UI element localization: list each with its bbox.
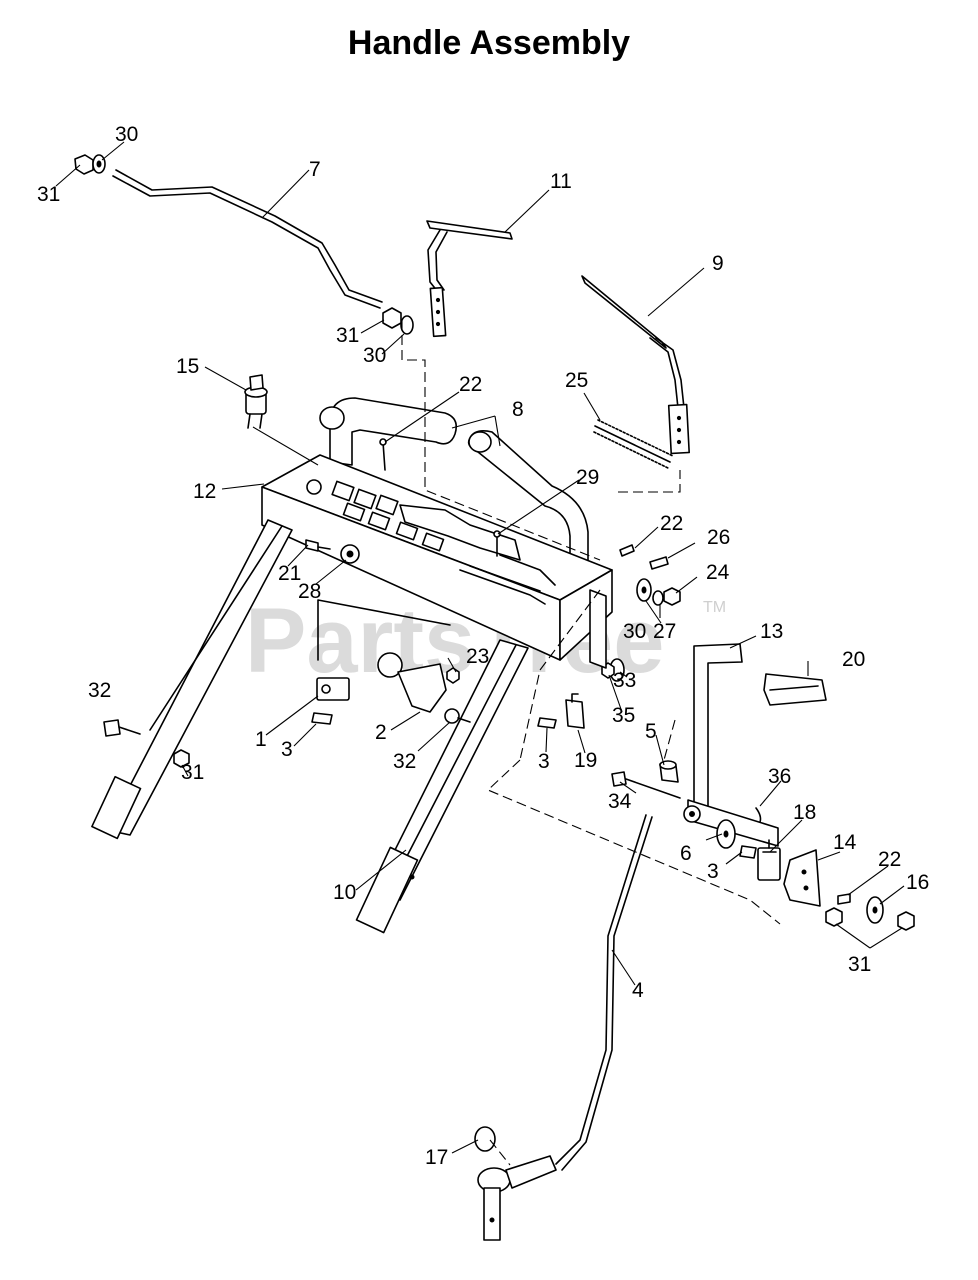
- part-9-lever[interactable]: [581, 275, 690, 455]
- callout-9: 9: [712, 252, 724, 275]
- part-12-control-panel[interactable]: [261, 454, 613, 661]
- callout-30: 30: [115, 123, 138, 146]
- part-3-clip-a[interactable]: [311, 712, 333, 725]
- callout-29: 29: [576, 466, 599, 489]
- part-32-bolt-left[interactable]: [103, 719, 141, 737]
- callout-31: 31: [37, 183, 60, 206]
- part-22-screw-panel[interactable]: [379, 438, 387, 471]
- callout-3: 3: [707, 860, 719, 883]
- part-30-washer-mid[interactable]: [400, 315, 414, 335]
- callout-8: 8: [512, 398, 524, 421]
- callout-4: 4: [632, 979, 644, 1002]
- callout-19: 19: [574, 749, 597, 772]
- part-4-long-rod[interactable]: [555, 814, 653, 1171]
- callout-32: 32: [393, 750, 416, 773]
- part-30-washer-top[interactable]: [92, 154, 106, 174]
- callout-labels: 30 31 7 11 9 31 30 15 22 8 25 12 29 22 2…: [37, 123, 929, 1169]
- part-24-nut[interactable]: [663, 587, 681, 606]
- callout-16: 16: [906, 871, 929, 894]
- callout-25: 25: [565, 369, 588, 392]
- callout-22: 22: [459, 373, 482, 396]
- part-16-washer[interactable]: [866, 896, 884, 924]
- part-28-bushing[interactable]: [340, 544, 360, 564]
- part-29-screw[interactable]: [493, 530, 501, 557]
- callout-20: 20: [842, 648, 865, 671]
- part-15-key-switch[interactable]: [244, 374, 268, 429]
- part-36-clip[interactable]: [755, 807, 762, 823]
- callout-12: 12: [193, 480, 216, 503]
- callout-36: 36: [768, 765, 791, 788]
- part-22-screw-lower[interactable]: [837, 893, 851, 905]
- callout-28: 28: [298, 580, 321, 603]
- mount-bracket-right[interactable]: [589, 589, 607, 669]
- part-5-bushing[interactable]: [659, 760, 679, 783]
- part-31-nut-top[interactable]: [74, 154, 94, 175]
- part-11-lever[interactable]: [426, 220, 513, 338]
- callout-32: 32: [88, 679, 111, 702]
- part-20-pedal-pad[interactable]: [763, 673, 827, 706]
- part-13-brake-lever[interactable]: [683, 643, 779, 847]
- part-19-switch[interactable]: [565, 693, 585, 729]
- part-30-washer-right[interactable]: [636, 578, 652, 602]
- callout-30: 30: [363, 344, 386, 367]
- part-31-nut-mid[interactable]: [382, 307, 402, 329]
- callout-3: 3: [538, 750, 550, 773]
- watermark-trademark: TM: [703, 599, 726, 616]
- callout-22: 22: [660, 512, 683, 535]
- callout-31: 31: [848, 953, 871, 976]
- callout-22: 22: [878, 848, 901, 871]
- callout-6: 6: [680, 842, 692, 865]
- callout-11: 11: [550, 170, 572, 193]
- callout-1: 1: [255, 728, 267, 751]
- part-26-bolt[interactable]: [649, 556, 669, 570]
- callout-24: 24: [706, 561, 730, 584]
- callout-23: 23: [466, 645, 489, 668]
- page-title: Handle Assembly: [347, 24, 631, 62]
- part-6-washer[interactable]: [716, 819, 736, 849]
- leader-lines: [55, 141, 905, 1154]
- callout-10: 10: [333, 881, 356, 904]
- callout-26: 26: [707, 526, 730, 549]
- callout-7: 7: [309, 158, 321, 181]
- callout-34: 34: [608, 790, 632, 813]
- routing-dashed-lines: [401, 320, 781, 1166]
- callout-3: 3: [281, 738, 293, 761]
- part-18-switch[interactable]: [757, 839, 781, 881]
- callout-31: 31: [336, 324, 359, 347]
- handle-frame-left-leg[interactable]: [91, 519, 293, 840]
- part-7-control-rod[interactable]: [112, 169, 383, 309]
- part-27-lockwasher[interactable]: [652, 590, 664, 606]
- callout-15: 15: [176, 355, 199, 378]
- part-31-nut-lower[interactable]: [825, 907, 915, 931]
- callout-31: 31: [181, 761, 204, 784]
- part-31-nut-left[interactable]: [173, 749, 190, 768]
- part-22-screw-right[interactable]: [619, 544, 635, 557]
- callout-21: 21: [278, 562, 301, 585]
- part-10-frame-right-leg[interactable]: [355, 639, 529, 934]
- part-3-clip-c[interactable]: [739, 845, 757, 859]
- callout-17: 17: [425, 1146, 448, 1169]
- part-21-screw[interactable]: [305, 539, 331, 552]
- part-32-bolt-mid[interactable]: [444, 708, 471, 724]
- part-25-spring[interactable]: [593, 419, 674, 469]
- callout-13: 13: [760, 620, 783, 643]
- part-34-bolt[interactable]: [611, 771, 681, 799]
- callout-35: 35: [612, 704, 635, 727]
- callout-33: 33: [613, 669, 636, 692]
- part-23-nut[interactable]: [446, 667, 460, 684]
- callout-30: 30: [623, 620, 646, 643]
- part-2-ball-knob-bracket[interactable]: [377, 652, 447, 713]
- callout-2: 2: [375, 721, 387, 744]
- callout-14: 14: [833, 831, 857, 854]
- part-14-bracket[interactable]: [783, 849, 821, 907]
- callout-18: 18: [793, 801, 816, 824]
- part-3-clip-b[interactable]: [537, 717, 557, 729]
- callout-5: 5: [645, 720, 657, 743]
- part-17-pivot-assembly[interactable]: [474, 1126, 557, 1241]
- callout-27: 27: [653, 620, 676, 643]
- crossbar[interactable]: [317, 599, 451, 661]
- part-1-switch[interactable]: [316, 677, 350, 701]
